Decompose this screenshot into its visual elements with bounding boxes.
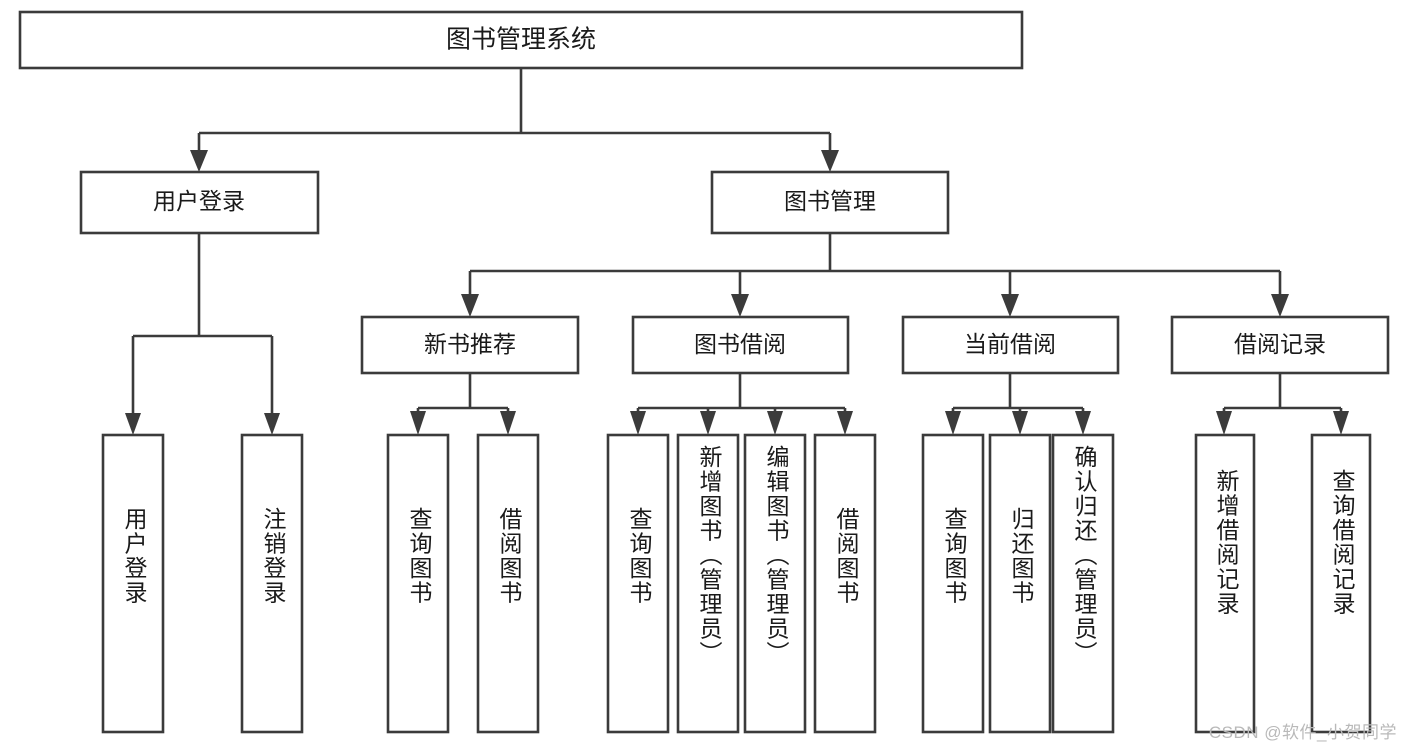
- csdn-watermark: CSDN @软件_小贺同学: [1208, 723, 1397, 742]
- node-book-borrow-box[interactable]: [631, 315, 850, 375]
- node-current-borrow[interactable]: 当前借阅: [901, 315, 1120, 375]
- node-borrow-record[interactable]: 借阅记录: [1170, 315, 1390, 375]
- leaf-box-current-borrow-1[interactable]: [988, 433, 1052, 734]
- arrow-borrow-to-l3: [767, 411, 783, 435]
- arrow-bookmgmt-to-c1: [461, 294, 479, 317]
- leaf-box-book-borrow-3[interactable]: [813, 433, 877, 734]
- arrow-newbook-to-l1: [410, 411, 426, 435]
- arrow-current-to-l2: [1012, 411, 1028, 435]
- node-current-borrow-label: 当前借阅: [964, 331, 1056, 357]
- leaf-box-borrow-record-1[interactable]: [1310, 433, 1372, 734]
- node-root[interactable]: 图书管理系统: [18, 10, 1024, 70]
- leaf-box-new-book-0[interactable]: [386, 433, 450, 734]
- arrow-login-to-leaf1: [125, 413, 141, 435]
- node-new-book-recommend-box[interactable]: [360, 315, 580, 375]
- node-current-borrow-box[interactable]: [901, 315, 1120, 375]
- leaf-boxes: [101, 433, 1372, 734]
- arrow-newbook-to-l2: [500, 411, 516, 435]
- leaf-box-user-login-0[interactable]: [101, 433, 165, 734]
- node-root-box[interactable]: [18, 10, 1024, 70]
- leaf-box-user-login-1[interactable]: [240, 433, 304, 734]
- node-user-login-label: 用户登录: [153, 188, 245, 214]
- node-book-borrow-label: 图书借阅: [694, 331, 786, 357]
- node-book-management[interactable]: 图书管理: [710, 170, 950, 235]
- arrow-bookmgmt-to-c2: [731, 294, 749, 317]
- node-book-borrow[interactable]: 图书借阅: [631, 315, 850, 375]
- arrow-bookmgmt-to-c4: [1271, 294, 1289, 317]
- leaf-box-borrow-record-0[interactable]: [1194, 433, 1256, 734]
- arrow-login-to-leaf2: [264, 413, 280, 435]
- node-borrow-record-label: 借阅记录: [1234, 331, 1326, 357]
- node-book-management-label: 图书管理: [784, 188, 876, 214]
- leaf-box-book-borrow-0[interactable]: [606, 433, 670, 734]
- node-user-login[interactable]: 用户登录: [79, 170, 320, 235]
- leaf-box-book-borrow-2[interactable]: [743, 433, 807, 734]
- node-borrow-record-box[interactable]: [1170, 315, 1390, 375]
- leaf-box-new-book-1[interactable]: [476, 433, 540, 734]
- connectors: [125, 68, 1349, 435]
- leaf-box-book-borrow-1[interactable]: [676, 433, 740, 734]
- leaf-box-current-borrow-0[interactable]: [921, 433, 985, 734]
- leaf-box-current-borrow-2[interactable]: [1051, 433, 1115, 734]
- arrow-record-to-l2: [1333, 411, 1349, 435]
- node-new-book-recommend[interactable]: 新书推荐: [360, 315, 580, 375]
- node-root-label: 图书管理系统: [446, 26, 596, 54]
- arrow-root-to-login: [190, 150, 208, 172]
- arrow-borrow-to-l1: [630, 411, 646, 435]
- arrow-current-to-l3: [1075, 411, 1091, 435]
- arrow-bookmgmt-to-c3: [1001, 294, 1019, 317]
- arrow-current-to-l1: [945, 411, 961, 435]
- arrow-root-to-bookmgmt: [821, 150, 839, 172]
- arrow-borrow-to-l4: [837, 411, 853, 435]
- node-user-login-box[interactable]: [79, 170, 320, 235]
- node-book-management-box[interactable]: [710, 170, 950, 235]
- node-new-book-recommend-label: 新书推荐: [424, 331, 516, 357]
- arrow-borrow-to-l2: [700, 411, 716, 435]
- arrow-record-to-l1: [1216, 411, 1232, 435]
